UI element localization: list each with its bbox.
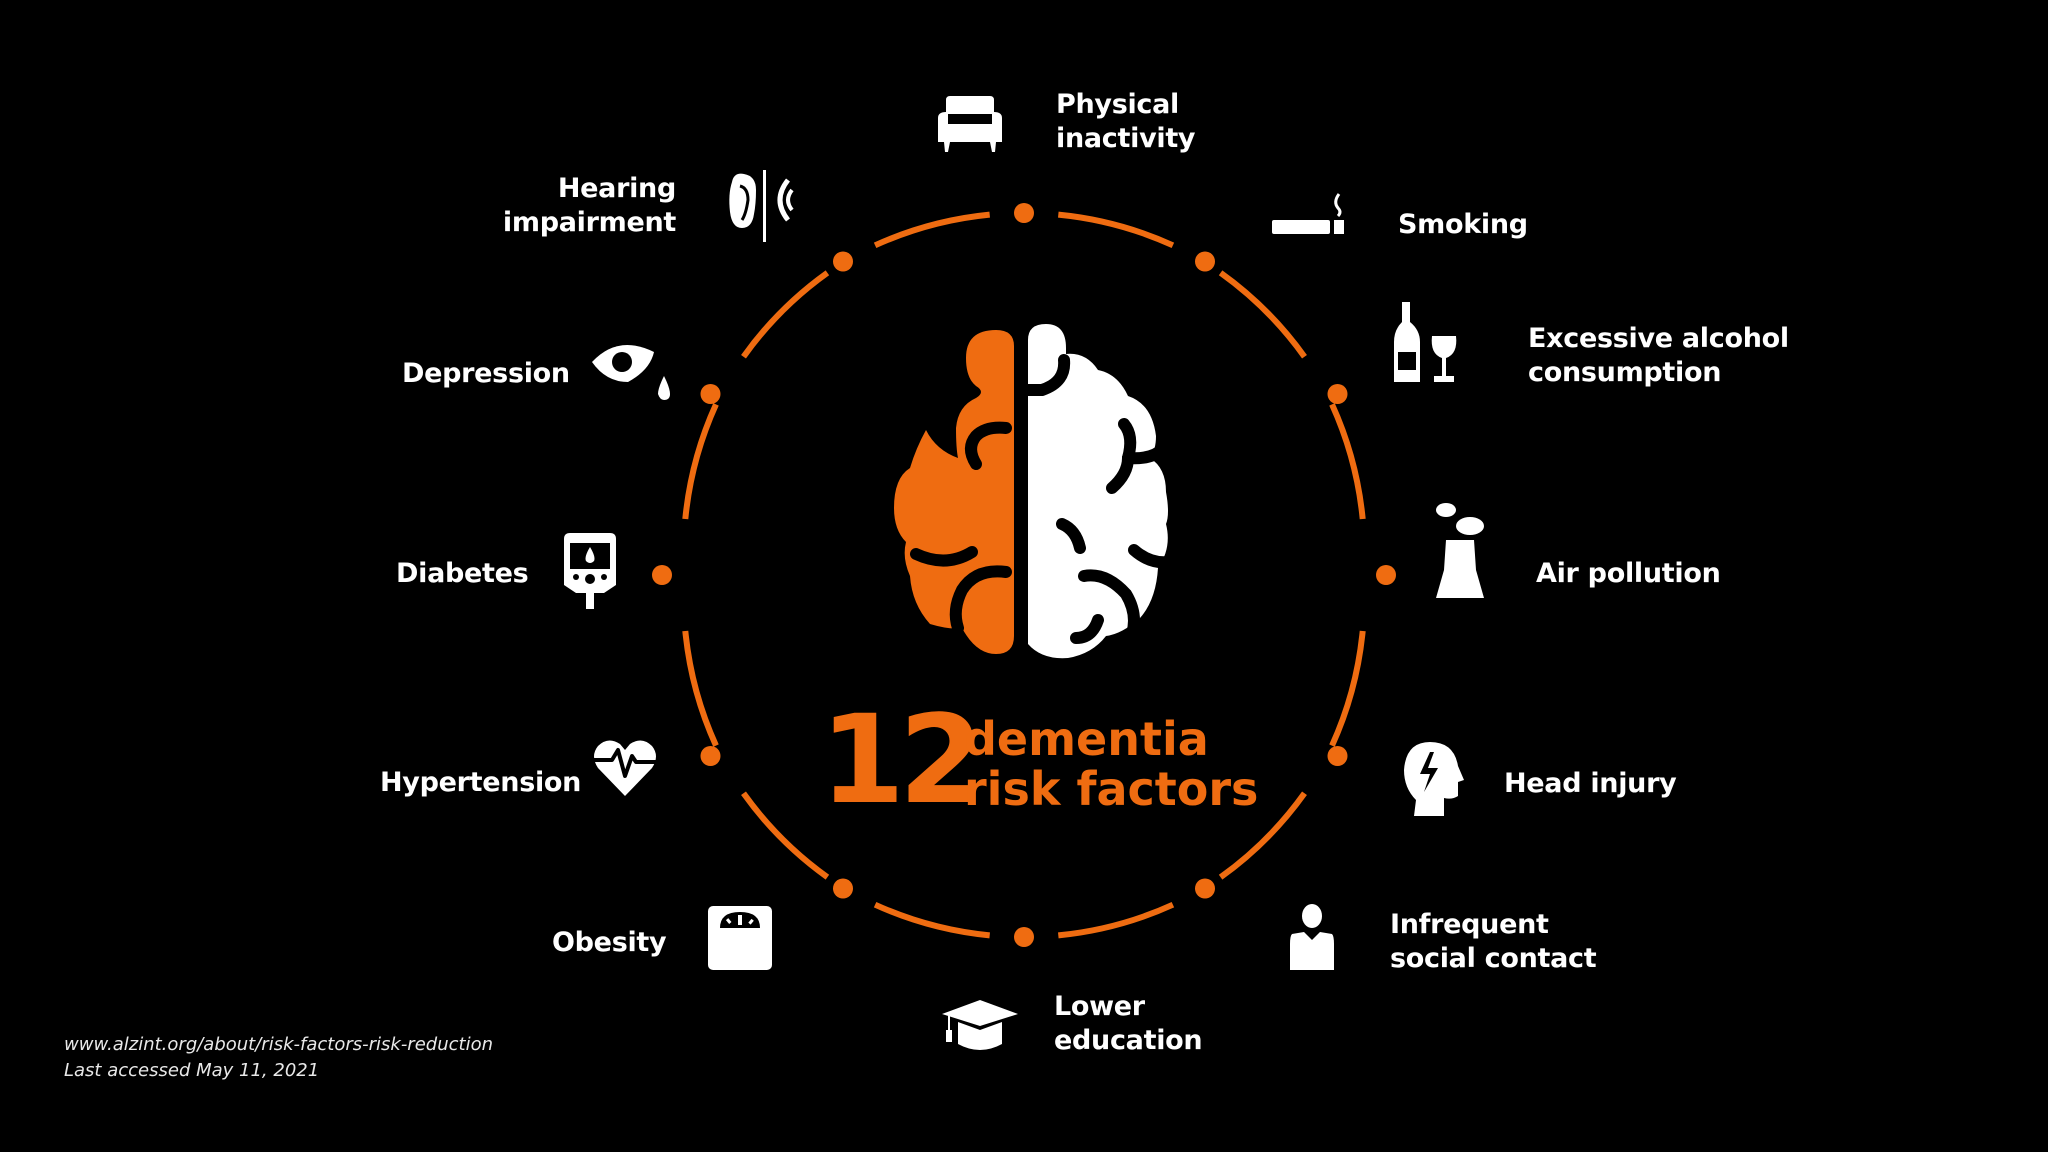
ring-dot bbox=[833, 878, 853, 899]
heart-pulse-icon bbox=[594, 740, 656, 796]
ring-dot bbox=[1195, 878, 1215, 899]
ring-dot bbox=[1376, 565, 1396, 585]
graduation-cap-icon bbox=[942, 1000, 1018, 1050]
wine-bottle-glass-icon bbox=[1394, 302, 1457, 382]
ring-dot bbox=[700, 384, 721, 404]
title-line-1: dementia bbox=[964, 712, 1209, 766]
access-date: Last accessed May 11, 2021 bbox=[64, 1060, 320, 1081]
factor-label: Obesity bbox=[552, 927, 667, 958]
ring-dot bbox=[1327, 746, 1348, 766]
ring-dot bbox=[652, 565, 672, 585]
cigarette-icon bbox=[1272, 193, 1344, 234]
weight-scale-icon bbox=[708, 906, 772, 970]
factor-label: Air pollution bbox=[1536, 558, 1721, 589]
factory-smoke-icon bbox=[1436, 503, 1484, 598]
factor-label: Diabetes bbox=[396, 558, 529, 589]
ring-dot bbox=[700, 746, 721, 766]
factor-label: Head injury bbox=[1504, 768, 1677, 799]
ring-dot bbox=[833, 251, 853, 272]
ring-dot bbox=[1014, 927, 1034, 947]
source-url: www.alzint.org/about/risk-factors-risk-r… bbox=[64, 1034, 493, 1055]
title-text: dementia risk factors bbox=[964, 714, 1258, 814]
ring-dot bbox=[1327, 384, 1348, 404]
crying-eye-icon bbox=[592, 344, 670, 400]
armchair-icon bbox=[938, 96, 1002, 152]
factor-label: Smoking bbox=[1398, 209, 1528, 240]
brain-icon bbox=[894, 324, 1174, 659]
glucose-meter-icon bbox=[564, 533, 616, 609]
title-line-2: risk factors bbox=[964, 762, 1259, 816]
factor-count: 12 bbox=[820, 689, 984, 831]
ear-sound-icon bbox=[729, 170, 794, 242]
ring-dot bbox=[1014, 203, 1034, 223]
ring-dot bbox=[1195, 251, 1215, 272]
factor-label: Depression bbox=[402, 358, 570, 389]
person-icon bbox=[1290, 904, 1334, 970]
source-citation: www.alzint.org/about/risk-factors-risk-r… bbox=[64, 1032, 493, 1084]
factor-label: Hypertension bbox=[380, 767, 582, 798]
head-lightning-icon bbox=[1404, 742, 1464, 816]
